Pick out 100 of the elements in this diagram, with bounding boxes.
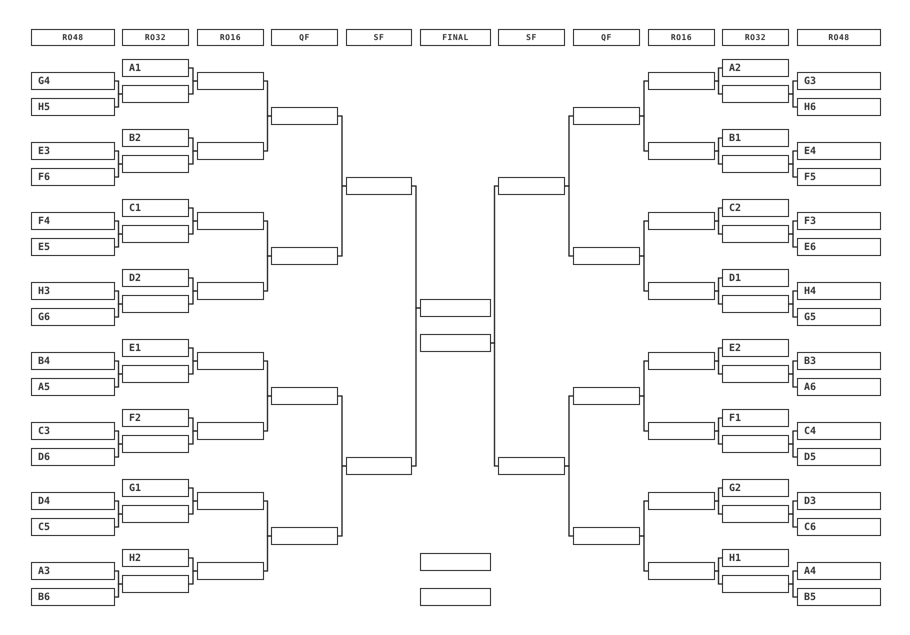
bracket-line xyxy=(264,395,271,432)
empty-slot-box xyxy=(122,225,189,243)
team-label: E2 xyxy=(729,342,742,354)
empty-slot-box xyxy=(197,72,264,90)
team-label: A1 xyxy=(129,62,142,74)
bracket-line xyxy=(715,570,722,585)
team-slot-box xyxy=(122,479,189,497)
team-slot-box xyxy=(722,269,789,287)
round-label: QF xyxy=(299,33,310,42)
team-label: E6 xyxy=(804,242,816,252)
empty-slot-box xyxy=(122,85,189,103)
team-label: A6 xyxy=(804,382,816,392)
bracket-line xyxy=(715,137,722,152)
bracket-line xyxy=(789,443,797,458)
bracket-line xyxy=(264,360,271,397)
round-header-box xyxy=(797,29,881,46)
bracket-line xyxy=(115,430,122,445)
team-label: B3 xyxy=(804,356,816,366)
bracket-line xyxy=(264,535,271,572)
empty-slot-box xyxy=(722,365,789,383)
team-label: C3 xyxy=(38,426,50,436)
team-slot-box xyxy=(797,212,881,230)
team-slot-box xyxy=(722,479,789,497)
team-label: A5 xyxy=(38,382,50,392)
empty-slot-box xyxy=(573,527,640,545)
empty-slot-box xyxy=(648,282,715,300)
bracket-line xyxy=(789,93,797,108)
bracket-line xyxy=(715,80,722,95)
bracket-line xyxy=(715,67,722,82)
bracket-line xyxy=(338,185,346,257)
team-slot-box xyxy=(797,562,881,580)
empty-slot-box xyxy=(197,212,264,230)
bracket-line xyxy=(189,80,197,95)
bracket-line xyxy=(715,347,722,362)
team-label: F3 xyxy=(804,216,816,226)
bracket-line xyxy=(189,290,197,305)
team-slot-box xyxy=(797,72,881,90)
round-header-box xyxy=(346,29,412,46)
bracket-line xyxy=(715,360,722,375)
team-label: A3 xyxy=(38,566,50,576)
team-slot-box xyxy=(122,199,189,217)
empty-slot-box xyxy=(122,295,189,313)
empty-slot-box xyxy=(722,85,789,103)
team-label: A4 xyxy=(804,566,816,576)
empty-slot-box xyxy=(573,107,640,125)
empty-slot-box xyxy=(722,225,789,243)
team-slot-box xyxy=(797,352,881,370)
team-slot-box xyxy=(31,448,115,466)
bracket-line xyxy=(189,360,197,375)
empty-slot-box xyxy=(648,492,715,510)
team-label: H6 xyxy=(804,102,816,112)
empty-slot-box xyxy=(648,212,715,230)
bracket-line xyxy=(264,115,271,152)
round-header-box xyxy=(498,29,565,46)
empty-slot-box xyxy=(122,575,189,593)
team-slot-box xyxy=(31,378,115,396)
team-slot-box xyxy=(797,282,881,300)
team-slot-box xyxy=(722,129,789,147)
empty-slot-box xyxy=(420,553,491,571)
team-slot-box xyxy=(722,549,789,567)
team-label: B2 xyxy=(129,132,142,144)
bracket-line xyxy=(115,150,122,165)
bracket-line xyxy=(115,303,122,318)
team-slot-box xyxy=(722,59,789,77)
bracket-line xyxy=(264,500,271,537)
empty-slot-box xyxy=(648,72,715,90)
team-slot-box xyxy=(797,142,881,160)
bracket-line xyxy=(189,500,197,515)
team-slot-box xyxy=(31,562,115,580)
round-header-box xyxy=(573,29,640,46)
team-label: G3 xyxy=(804,76,816,86)
team-label: B6 xyxy=(38,592,50,602)
empty-slot-box xyxy=(722,295,789,313)
empty-slot-box xyxy=(197,422,264,440)
team-slot-box xyxy=(31,142,115,160)
bracket-line xyxy=(115,220,122,235)
team-label: C4 xyxy=(804,426,816,436)
bracket-line xyxy=(491,342,498,467)
team-label: D5 xyxy=(804,452,816,462)
bracket-line xyxy=(189,220,197,235)
team-slot-box xyxy=(797,308,881,326)
empty-slot-box xyxy=(498,177,565,195)
bracket-line xyxy=(715,430,722,445)
team-label: B5 xyxy=(804,592,816,602)
bracket-line xyxy=(115,373,122,388)
empty-slot-box xyxy=(197,142,264,160)
team-label: G1 xyxy=(129,482,142,494)
team-slot-box xyxy=(797,238,881,256)
bracket-line xyxy=(189,430,197,445)
empty-slot-box xyxy=(197,562,264,580)
round-header-box xyxy=(648,29,715,46)
team-slot-box xyxy=(122,549,189,567)
bracket-line xyxy=(115,93,122,108)
bracket-line xyxy=(640,535,648,572)
bracket-line xyxy=(491,185,498,344)
empty-slot-box xyxy=(648,352,715,370)
round-header-box xyxy=(271,29,338,46)
empty-slot-box xyxy=(648,562,715,580)
team-label: G2 xyxy=(729,482,742,494)
team-label: D1 xyxy=(729,272,742,284)
